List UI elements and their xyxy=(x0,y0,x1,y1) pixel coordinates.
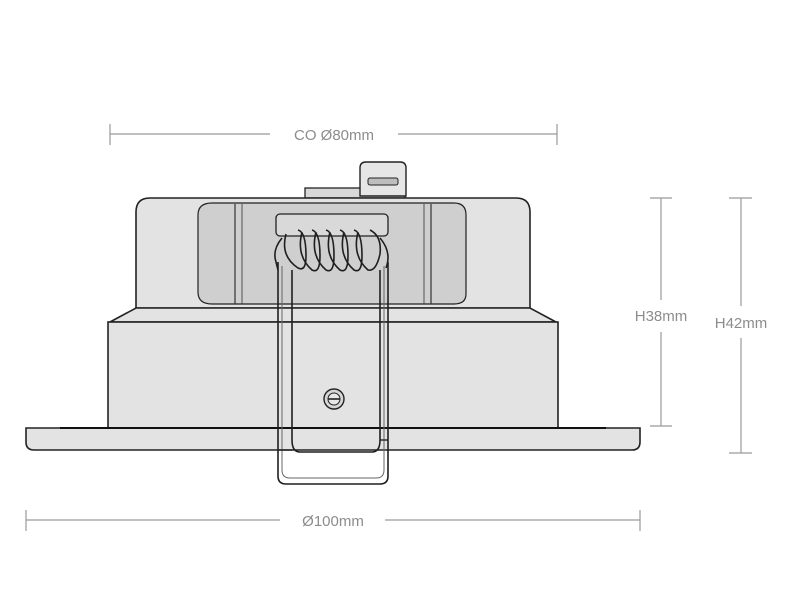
height-inner-label: H38mm xyxy=(635,308,688,325)
driver-compartment xyxy=(197,202,467,305)
height-outer-label: H42mm xyxy=(715,315,768,332)
spring-bracket xyxy=(277,262,389,485)
height-outer-dimension: H42mm xyxy=(715,197,768,454)
step-ring xyxy=(109,307,557,323)
top-clip xyxy=(304,161,407,199)
diameter-dimension: Ø100mm xyxy=(25,510,641,531)
downlight-fixture xyxy=(25,161,641,485)
cutout-dimension: CO Ø80mm xyxy=(109,124,558,145)
trim-flange xyxy=(25,427,641,451)
torsion-spring xyxy=(274,213,389,272)
height-inner-dimension: H38mm xyxy=(635,197,688,427)
adjustment-screw-icon xyxy=(323,388,345,410)
lower-housing xyxy=(107,321,559,429)
cutout-label: CO Ø80mm xyxy=(294,127,374,144)
diameter-label: Ø100mm xyxy=(302,513,364,530)
